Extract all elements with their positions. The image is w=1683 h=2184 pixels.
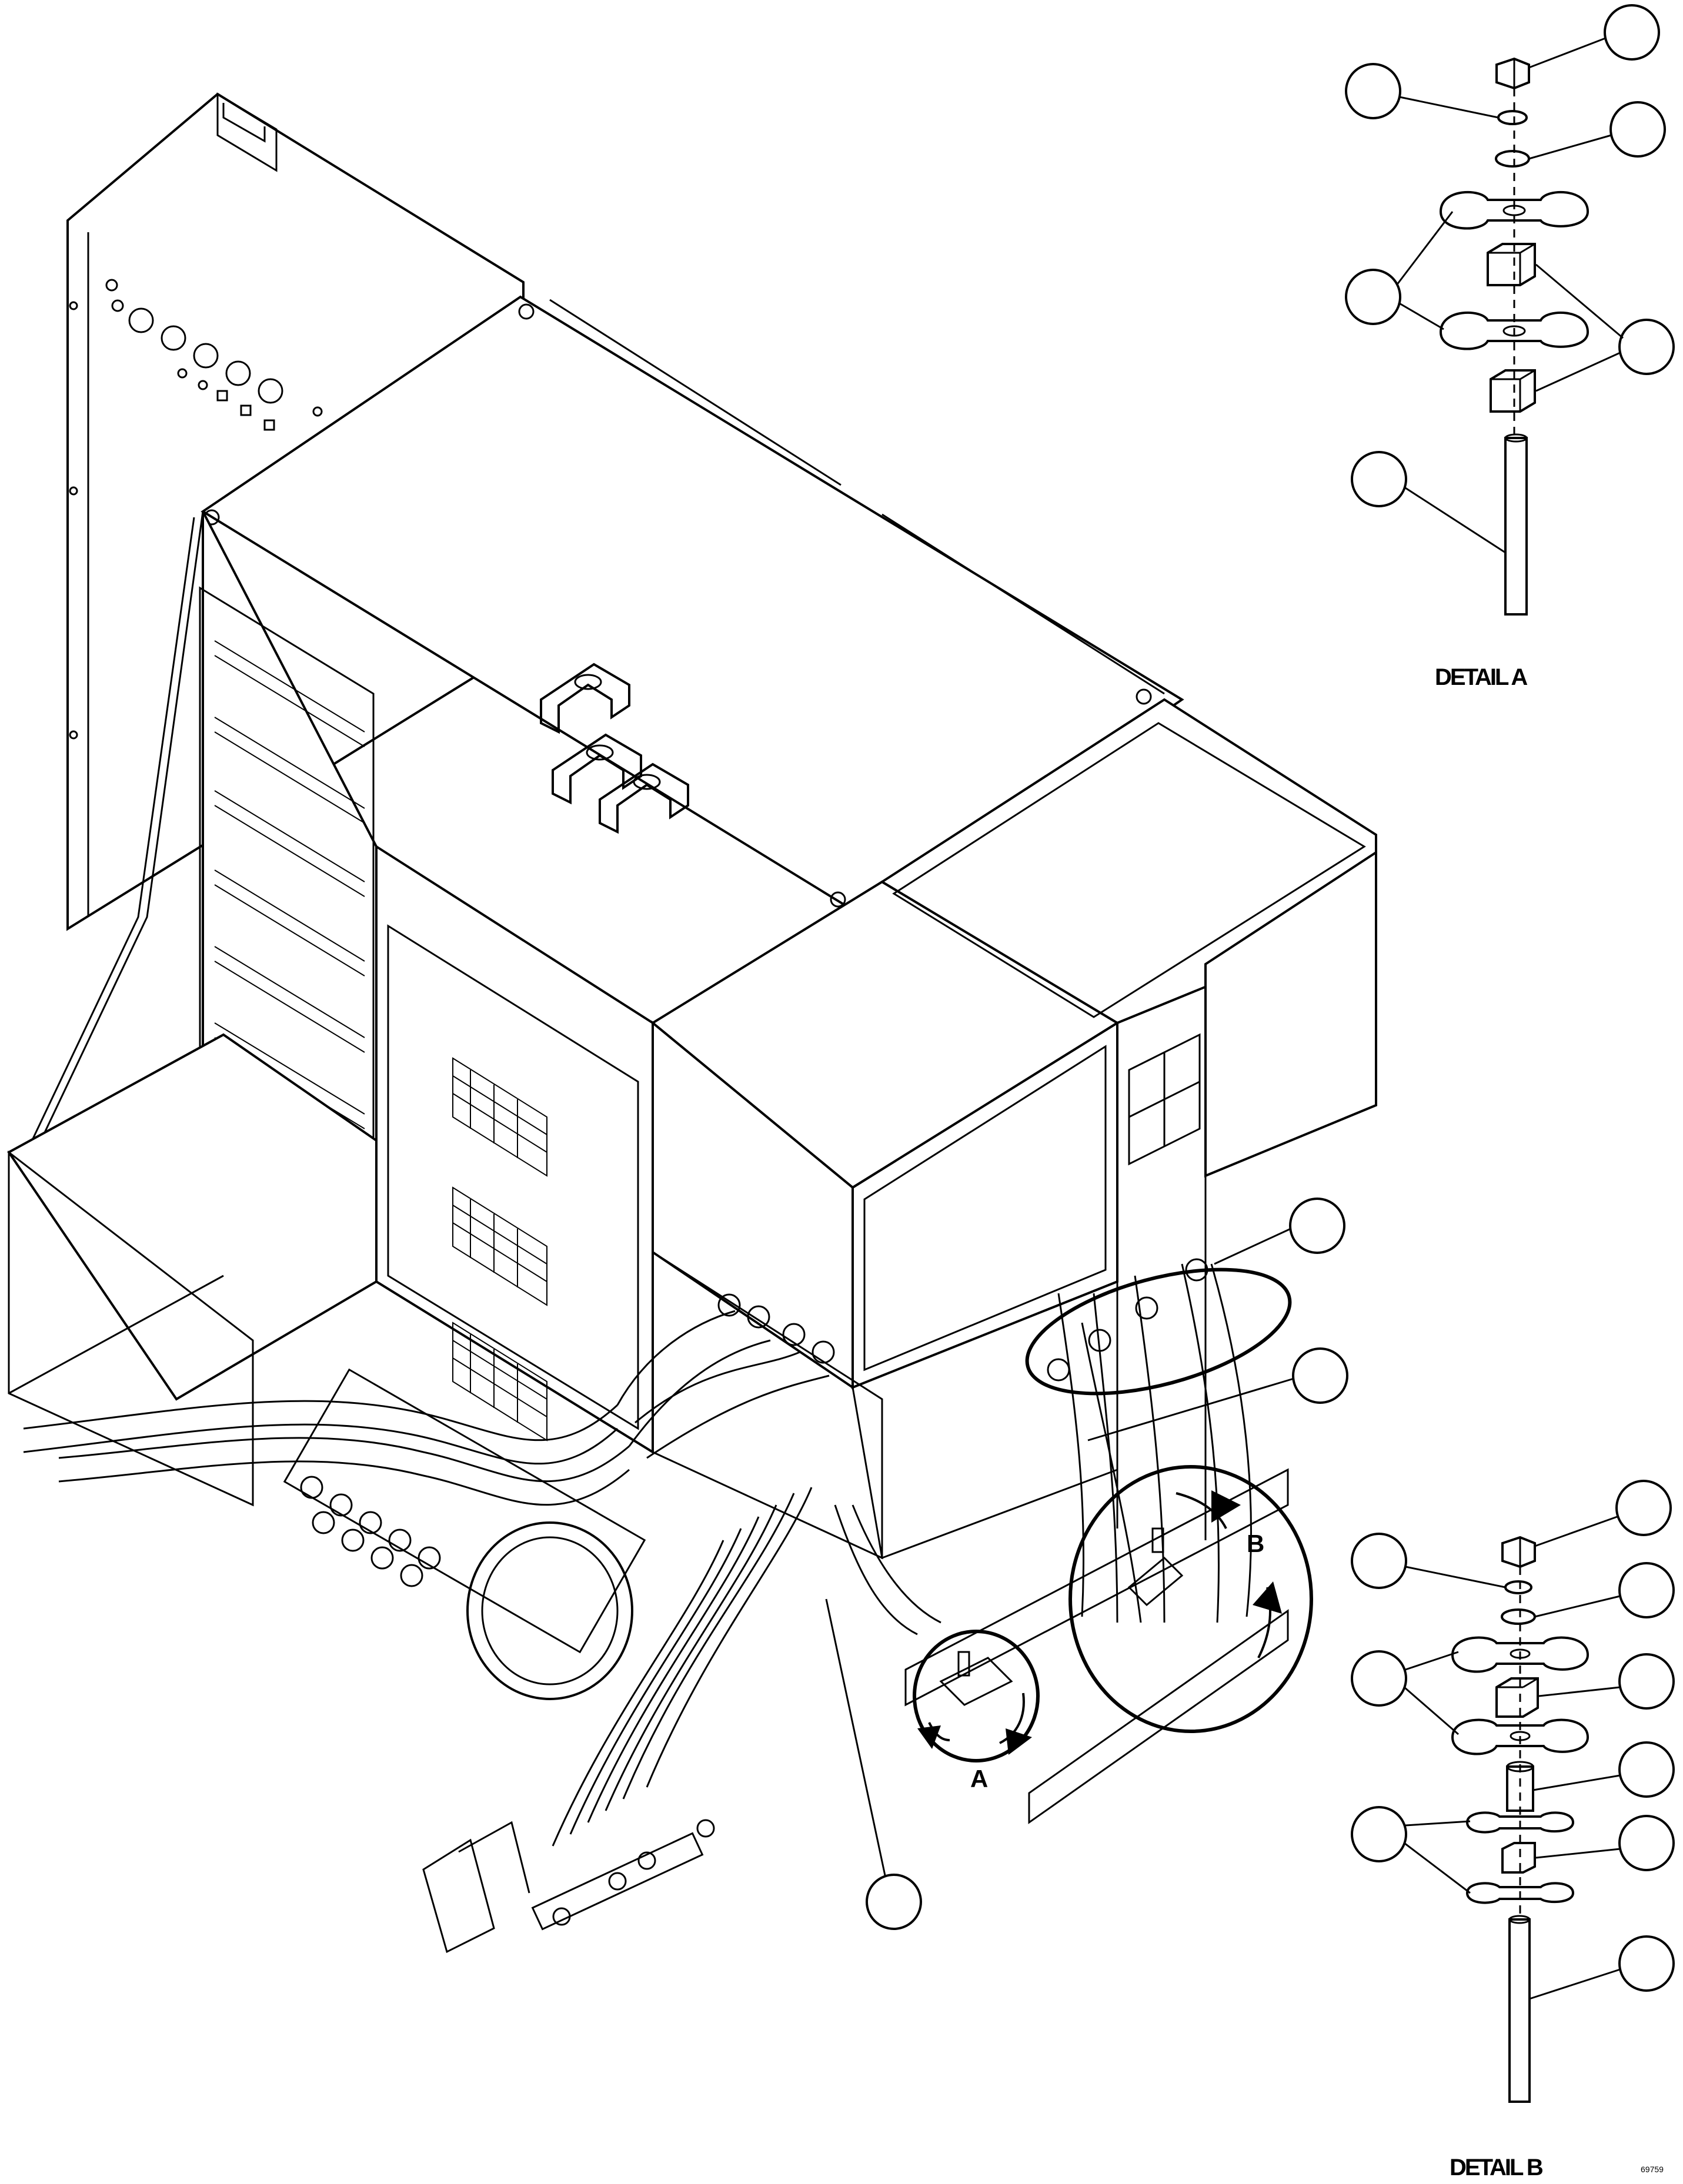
drawing-number: 69759 <box>1641 2165 1664 2174</box>
terminal-panel <box>25 511 378 1172</box>
callout-bubble <box>1351 1533 1407 1589</box>
detail-b-small-block <box>1501 1842 1536 1874</box>
callout-bubble <box>1618 319 1675 375</box>
detail-b: DETAIL B <box>1351 1480 1675 2180</box>
main-box-top <box>201 295 1184 919</box>
detail-b-small-clamp-lower <box>1465 1882 1575 1904</box>
detail-a-spacer-block-lower <box>1490 369 1536 413</box>
detail-a-spacer-block-upper <box>1487 243 1536 286</box>
cable-connectors <box>717 1258 1208 1382</box>
cable-lugs <box>422 1819 715 1954</box>
back-panel-connectors <box>69 279 323 740</box>
detail-b-hex-nut <box>1501 1536 1536 1568</box>
detail-a-lock-washer <box>1497 110 1528 125</box>
callout-bubble <box>1615 1480 1672 1536</box>
callout-bubble <box>1351 451 1407 507</box>
view-label-a: A <box>970 1765 988 1792</box>
main-callouts <box>825 1198 1348 1930</box>
cable-bundles <box>23 1263 1252 1847</box>
detail-b-flat-washer <box>1501 1608 1536 1625</box>
detail-b-lock-washer <box>1504 1580 1532 1594</box>
detail-a-hex-nut <box>1495 57 1530 90</box>
detail-a: DETAIL A <box>1345 4 1675 690</box>
callout-bubble <box>1618 1815 1675 1871</box>
detail-a-title: DETAIL A <box>1435 664 1527 690</box>
callout-bubble <box>1604 4 1660 61</box>
detail-highlights <box>913 1267 1313 1762</box>
detail-a-flat-washer <box>1495 150 1530 168</box>
callout-bubble <box>1351 1650 1407 1707</box>
detail-b-title: DETAIL B <box>1450 2155 1543 2180</box>
main-assembly: A B <box>7 92 1377 1954</box>
base-frame <box>7 1033 1289 1824</box>
callout-bubble <box>1345 63 1401 119</box>
callout-bubble <box>1345 269 1401 325</box>
base-cutouts <box>300 1476 441 1587</box>
detail-a-stud <box>1504 433 1528 616</box>
callout-bubble <box>1618 1653 1675 1710</box>
callout-bubble <box>1618 1741 1675 1798</box>
callout-bubble <box>1292 1347 1348 1404</box>
vent-grille-middle <box>452 1186 547 1306</box>
detail-b-spacer-block <box>1495 1677 1539 1718</box>
view-arrows <box>917 1490 1282 1755</box>
right-box <box>650 698 1377 1540</box>
callout-bubble <box>1618 1935 1675 1992</box>
vented-front-panel <box>375 844 654 1454</box>
callout-bubble <box>1618 1562 1675 1618</box>
callout-bubble <box>1351 1806 1407 1862</box>
callout-bubble <box>866 1874 922 1930</box>
callout-bubble <box>1609 101 1666 158</box>
callout-bubble <box>1289 1198 1345 1254</box>
detail-b-small-clamp-upper <box>1465 1811 1575 1834</box>
detail-b-stud <box>1508 1915 1531 2103</box>
vent-grille-top <box>452 1057 547 1177</box>
view-label-b: B <box>1247 1530 1264 1557</box>
